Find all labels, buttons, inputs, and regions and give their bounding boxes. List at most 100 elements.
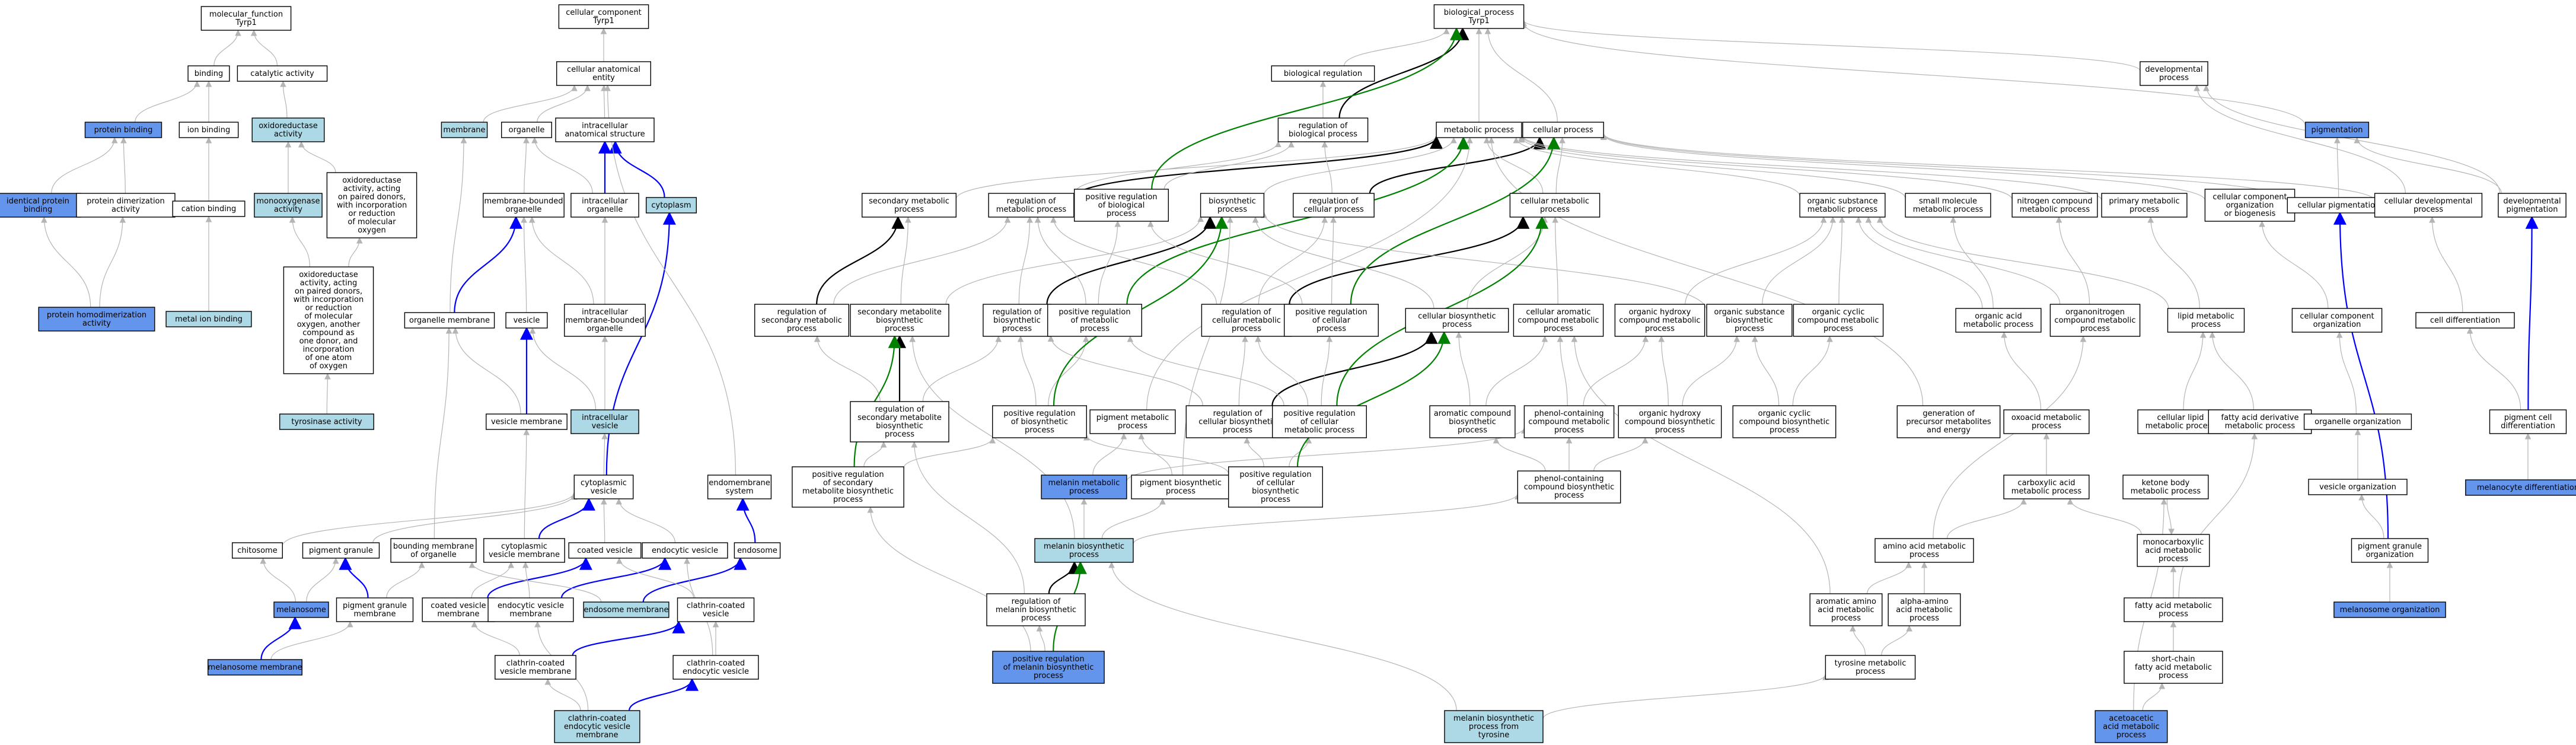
node-label-line: aromatic compound [1434, 409, 1511, 418]
edge-part-of [487, 556, 592, 598]
node-label-line: activity, acting [343, 184, 401, 193]
edge-isa [2166, 498, 2175, 536]
node-label-line: melanin biosynthetic [1044, 542, 1124, 551]
edge-isa [1048, 335, 1089, 406]
node-label-line: metabolic process [1284, 426, 1355, 435]
node-label-line: pigment biosynthetic [1140, 479, 1222, 488]
edge-isa [306, 557, 339, 603]
go-term-node-endosomemem: endosome membrane [583, 601, 669, 618]
node-label: cellular process [1533, 126, 1593, 135]
node-label-line: melanocyte differentiation [2477, 483, 2576, 492]
node-label-line: ketone body [2142, 479, 2190, 488]
edge-isa [282, 492, 578, 546]
node-label-line: Tyrp1 [1468, 17, 1489, 26]
edge-part-of [608, 140, 665, 198]
edge-layer [40, 20, 2539, 719]
edge-isa [2147, 216, 2200, 309]
edge-isa [1520, 20, 2141, 71]
node-box [1271, 65, 1375, 82]
node-label: melanosome organization [2340, 606, 2440, 615]
edge-isa [289, 216, 311, 268]
node-label-line: cellular_component [566, 8, 642, 17]
edge-isa [1330, 216, 1337, 305]
node-box [326, 172, 417, 238]
node-label-line: endocytic vesicle [683, 667, 749, 676]
edge-isa [1133, 493, 1521, 545]
node-label-line: membrane-bounded [484, 197, 563, 206]
node-label-line: biosynthetic [876, 316, 923, 325]
node-label: melanosome [276, 606, 326, 615]
edge-isa [1244, 437, 1264, 467]
node-label-line: short-chain [2151, 655, 2195, 664]
node-label: protein binding [94, 126, 153, 135]
node-box [232, 542, 283, 559]
node-label-line: process [1232, 324, 1261, 333]
edge-part-of [628, 677, 699, 711]
edge-part-of [538, 497, 595, 539]
node-label-line: secondary metabolic [869, 197, 949, 206]
node-label-line: of cellular [1300, 418, 1339, 426]
node-label-line: intracellular [582, 122, 628, 130]
node-label-line: activity [111, 205, 140, 214]
node-label-line: process [885, 430, 914, 439]
node-box [441, 122, 488, 138]
node-label-line: endosome membrane [584, 606, 668, 615]
node-label-line: compound metabolic [1528, 418, 1609, 426]
node-label-line: process [1909, 550, 1939, 559]
node-box [1200, 193, 1265, 218]
node-label-line: process [1831, 614, 1861, 623]
node-label-line: activity, acting [300, 279, 358, 288]
node-label-line: cation binding [181, 205, 237, 214]
node-label-line: process [2116, 731, 2146, 740]
edge-isa [99, 216, 126, 308]
node-label-line: organic substance [1714, 308, 1785, 317]
node-label-line: metabolic process [2131, 487, 2201, 496]
edge-isa [1571, 335, 1831, 594]
edge-isa [903, 437, 996, 469]
node-box [237, 65, 328, 82]
node-label-line: coated vesicle [431, 601, 486, 610]
node-label-line: compound biosynthetic [1524, 483, 1615, 492]
node-label-line: biosynthetic [876, 422, 923, 431]
node-label-line: organic acid [1975, 312, 2022, 321]
node-box [1436, 122, 1522, 138]
edge-isa [616, 557, 694, 598]
edge-isa [1542, 673, 1829, 719]
node-box [495, 655, 576, 680]
node-label-line: carboxylic acid [2017, 479, 2075, 488]
go-term-node-catalytic: catalytic activity [237, 65, 328, 82]
node-box [983, 304, 1051, 337]
node-box [1131, 475, 1230, 499]
node-box [1905, 193, 1991, 218]
edge-isa [1017, 335, 1037, 406]
node-box [573, 475, 634, 499]
node-label-line: regulation of [1222, 308, 1271, 317]
node-label-line: acid metabolic [2145, 546, 2201, 555]
edge-isa [483, 84, 578, 123]
